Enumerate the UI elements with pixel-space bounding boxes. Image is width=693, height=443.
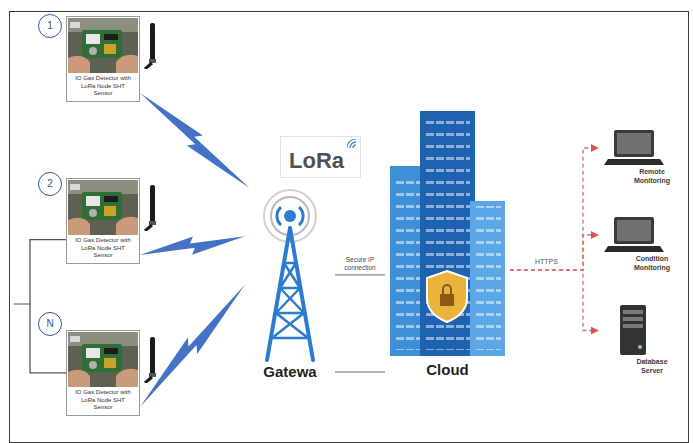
- bracket-line: [30, 240, 66, 373]
- callout-number: N: [46, 319, 53, 329]
- laptop-icon: [604, 128, 664, 168]
- lora-waves: [347, 139, 357, 149]
- device-caption: IO Gas Detector with LoRa Node SHT Senso…: [68, 73, 138, 100]
- device-caption: IO Gas Detector with LoRa Node SHT Senso…: [68, 235, 138, 262]
- circle-node: N: [38, 312, 62, 336]
- lora-node: LoRa: [280, 136, 361, 178]
- device-node: IO Gas Detector with LoRa Node SHT Senso…: [66, 330, 140, 416]
- gateway-node: Gatewa: [245, 188, 335, 381]
- wireless-bolt: [140, 93, 250, 188]
- link-line: [510, 235, 598, 270]
- device-node: IO Gas Detector with LoRa Node SHT Senso…: [66, 178, 140, 264]
- link-line: [335, 371, 385, 372]
- antenna-icon: [141, 185, 165, 231]
- circle-node: 1: [38, 14, 62, 38]
- monitor-label: Condition Monitoring: [626, 255, 678, 272]
- cloud-label: Cloud: [385, 361, 510, 379]
- edge-label: HTTPS: [534, 258, 559, 267]
- device-node: IO Gas Detector with LoRa Node SHT Senso…: [66, 16, 140, 102]
- lora-logo-text: LoRa: [289, 149, 344, 173]
- wireless-bolt: [140, 285, 245, 407]
- monitor-label: Remote Monitoring: [626, 168, 678, 185]
- sensor-photo: [68, 332, 138, 387]
- picture-frame: [10, 12, 689, 443]
- antenna-icon: [141, 23, 165, 69]
- sensor-photo: [68, 180, 138, 235]
- link-line: [335, 274, 385, 275]
- device-caption: IO Gas Detector with LoRa Node SHT Senso…: [68, 387, 138, 414]
- bracket-stub: [14, 304, 30, 305]
- link-line: [510, 148, 598, 270]
- gateway-tower: [245, 188, 335, 363]
- sensor-photo: [68, 18, 138, 73]
- cloud-node: Cloud: [385, 106, 510, 379]
- server-label: Database Server: [626, 358, 678, 375]
- edge-label: Secure IP connection: [337, 256, 383, 272]
- cloud-building: [385, 106, 510, 361]
- wireless-bolt: [140, 236, 245, 255]
- laptop-node: Remote Monitoring: [598, 128, 684, 185]
- link-line: [510, 270, 598, 331]
- laptop-icon: [604, 215, 664, 255]
- circle-node: 2: [38, 172, 62, 196]
- server-icon: [612, 303, 652, 358]
- antenna-icon: [141, 337, 165, 383]
- callout-number: 1: [47, 21, 53, 31]
- server-node: Database Server: [598, 303, 684, 375]
- callout-number: 2: [47, 179, 53, 189]
- gateway-label: Gatewa: [245, 363, 335, 381]
- laptop-node: Condition Monitoring: [598, 215, 684, 272]
